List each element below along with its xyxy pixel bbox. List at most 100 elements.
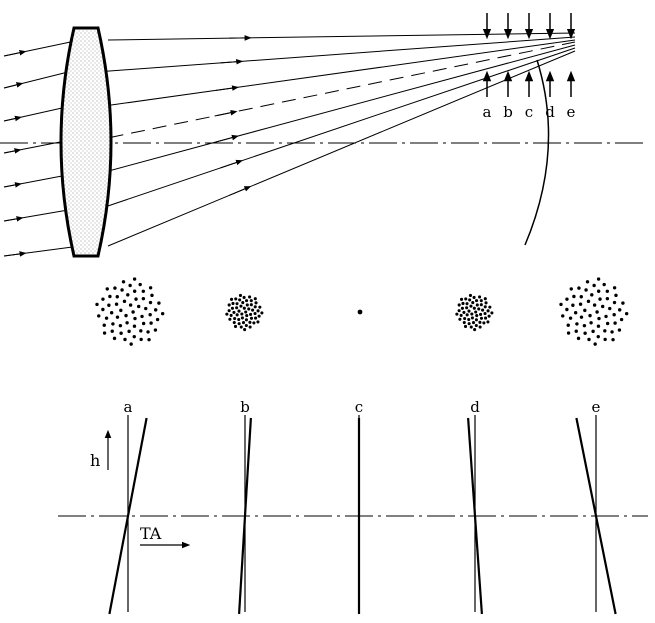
spot-dot [479,316,484,320]
spot-dot [602,282,606,287]
spot-dot [131,310,135,314]
spot-dot [127,329,131,334]
spot-dot [109,311,114,315]
spot-dot [248,325,252,329]
spot-dot [357,309,363,315]
spot-dot [472,306,476,310]
spot-dot [624,311,629,316]
spot-dot [247,307,251,311]
spot-dot [592,303,597,307]
spot-dot [257,314,261,318]
spot-dot [157,301,161,305]
spot-dot [461,301,465,306]
spot-dot [120,288,124,292]
spot-dot [619,317,624,322]
spot-dot [465,302,469,306]
refracted-ray-arrow [214,109,238,117]
focus-label: c [525,103,533,121]
spot-dot [132,277,137,281]
spot-dot [597,316,601,321]
spot-dot [561,314,565,318]
spot-dot [245,299,249,303]
spot-dot [138,282,142,287]
spot-dot [475,299,479,303]
spot-dot [583,331,587,335]
spot-dot [244,310,248,314]
spot-dot [475,314,479,318]
spot-dot [242,306,246,310]
spot-dot [575,322,579,326]
spot-dot [585,280,590,284]
spot-dot [617,328,622,332]
spot-dot [475,303,479,307]
plot-label: a [124,398,133,416]
spot-dot [603,337,607,342]
spot-dot [107,303,111,307]
spot-dot [576,336,581,341]
spot-dot [225,312,229,316]
ray-bundle [3,32,576,257]
focus-label: d [545,103,555,121]
spot-dot [621,301,625,305]
spot-dot [472,295,476,300]
spot-dot [227,309,231,313]
spot-dot [605,321,610,326]
incoming-ray-arrow [3,82,24,89]
spot-dot [596,324,601,328]
spot-dot [234,297,238,301]
spot-dot [457,309,461,313]
spot-dot [610,330,614,334]
spot-dot [231,301,235,306]
spot-dot [141,289,146,293]
spot-dot [254,301,258,305]
spot-dot [228,317,232,321]
spot-dot [486,309,490,313]
spot-dot [128,303,133,307]
spot-dot [149,321,153,325]
spot-dot [465,313,469,317]
spot-dot [230,306,234,310]
h-axis-label: h [90,451,100,470]
spot-dot [484,316,488,320]
spot-dot [113,286,117,290]
spot-dot [462,310,466,314]
spot-dot [573,311,578,315]
spot-dot [110,329,114,333]
plot-label: b [240,398,250,416]
spot-dot [470,312,474,316]
refracted-ray [107,50,576,247]
spot-dot [147,337,151,342]
spot-dot [253,297,257,301]
spot-dot [469,325,473,329]
lens [59,26,113,258]
spot-dot [458,317,462,321]
spot-dot [227,303,231,307]
aberration-curve [575,417,617,615]
spot-dot [565,307,569,312]
spot-dot [612,286,617,290]
spot-dot [595,310,599,314]
spot-dot [474,323,478,328]
spot-dot [144,306,148,311]
spot-dot [578,302,583,306]
wavefront-arc [524,59,550,246]
spot-dot [134,297,138,301]
spot-dot [160,311,165,316]
spot-dot [146,330,150,334]
spot-dot [464,297,468,301]
spot-dot [256,309,260,313]
spot-dot [111,322,115,326]
spot-dot [471,321,476,325]
spot-dot [140,314,144,319]
incoming-ray-arrow [3,115,22,122]
spot-dot [153,328,158,332]
spot-dot [121,280,126,284]
spot-dot [238,293,242,298]
spot-dot [479,299,483,303]
spot-dot [474,318,478,322]
spot-dot [243,328,247,332]
spot-dot [248,320,252,324]
spot-dot [108,294,112,299]
